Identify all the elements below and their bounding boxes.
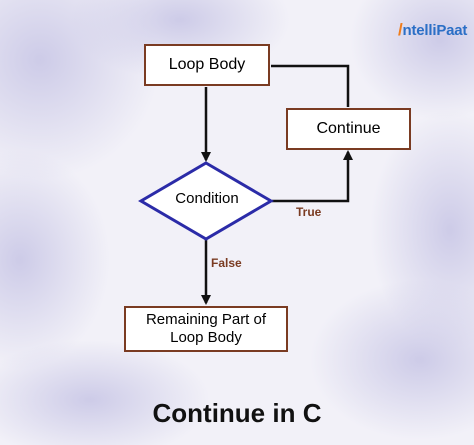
loop-body-label: Loop Body [168, 56, 246, 73]
remaining-part-node: Remaining Part of Loop Body [124, 306, 288, 352]
true-edge-label: True [296, 205, 322, 219]
continue-node: Continue [286, 108, 411, 150]
intellipaat-logo: /ntelliPaat [398, 20, 468, 39]
diagram-caption: Continue in C [152, 398, 322, 428]
false-edge-label: False [211, 256, 242, 270]
condition-label: Condition [175, 190, 239, 207]
loop-body-node: Loop Body [144, 44, 270, 86]
remaining-label-line2: Loop Body [170, 329, 242, 346]
arrow-condition-to-continue [272, 150, 353, 203]
remaining-label-line1: Remaining Part of [145, 311, 267, 328]
condition-diamond [138, 161, 274, 241]
line-continue-to-loop [271, 64, 350, 107]
continue-label: Continue [316, 120, 381, 137]
